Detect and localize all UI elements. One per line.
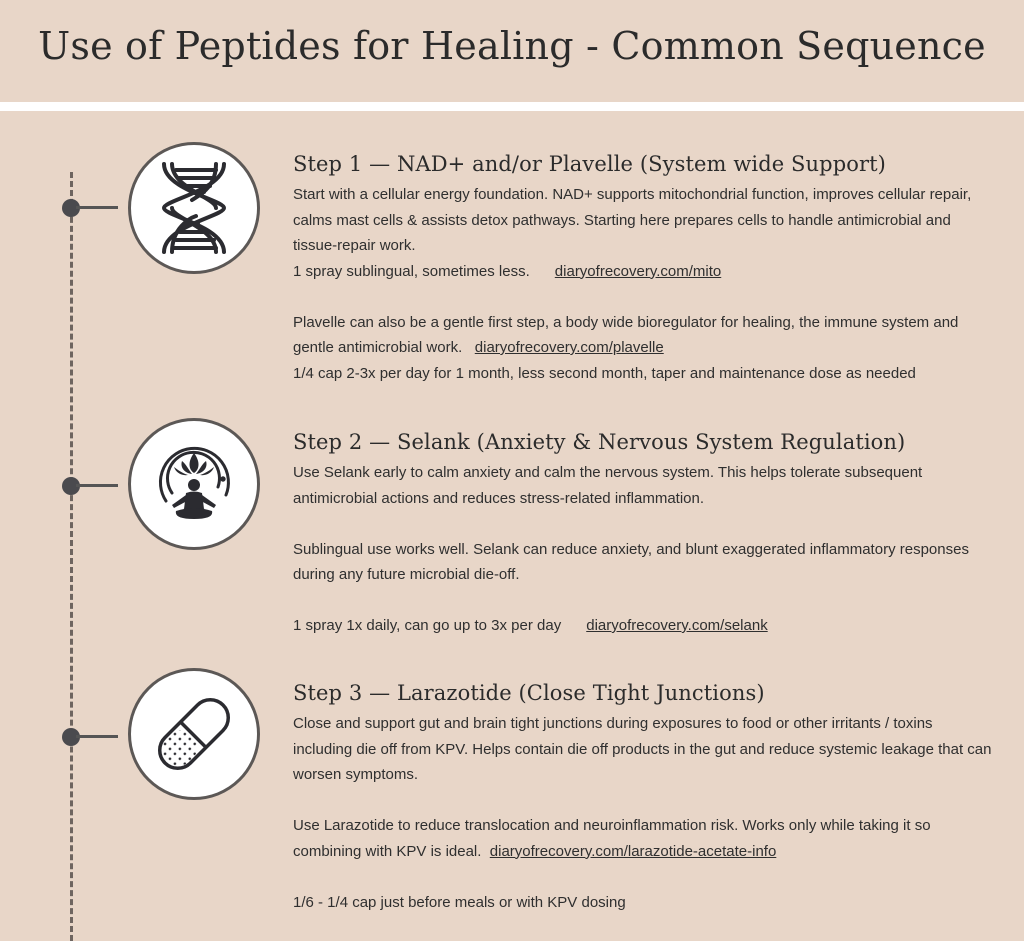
step-3-larazotide-link[interactable]: diaryofrecovery.com/larazotide-acetate-i… xyxy=(489,842,777,860)
step-1-plavelle-link[interactable]: diaryofrecovery.com/plavelle xyxy=(474,339,664,356)
step-3-usage: Use Larazotide to reduce translocation a… xyxy=(293,817,931,860)
step-2-selank-link[interactable]: diaryofrecovery.com/selank xyxy=(586,617,768,634)
timeline-dashed-line xyxy=(70,172,73,941)
step-3-description: Close and support gut and brain tight ju… xyxy=(293,715,992,783)
step-1-dose-line: 1 spray sublingual, sometimes less. diar… xyxy=(293,259,993,285)
step-2-description: Use Selank early to calm anxiety and cal… xyxy=(293,464,923,507)
dna-icon xyxy=(161,162,227,254)
step-1-description: Start with a cellular energy foundation.… xyxy=(293,186,972,254)
step-2-dose: 1 spray 1x daily, can go up to 3x per da… xyxy=(293,617,562,634)
step-1-plavelle-dose: 1/4 cap 2-3x per day for 1 month, less s… xyxy=(293,364,916,382)
step-3: Step 3 — Larazotide (Close Tight Junctio… xyxy=(293,681,993,915)
timeline-node-step-1 xyxy=(62,199,80,217)
step-1-plavelle-description: Plavelle can also be a gentle first step… xyxy=(293,313,959,357)
step-2-dose-line: 1 spray 1x daily, can go up to 3x per da… xyxy=(293,613,993,639)
step-3-icon-circle xyxy=(128,668,260,800)
capsule-icon xyxy=(157,697,231,771)
timeline-connector-step-2 xyxy=(76,484,118,487)
step-1-dose: 1 spray sublingual, sometimes less. xyxy=(293,262,530,280)
step-2: Step 2 — Selank (Anxiety & Nervous Syste… xyxy=(293,430,993,639)
step-3-dose: 1/6 - 1/4 cap just before meals or with … xyxy=(293,893,626,911)
step-3-title: Step 3 — Larazotide (Close Tight Junctio… xyxy=(293,681,765,705)
meditation-icon xyxy=(158,446,230,519)
header: Use of Peptides for Healing - Common Seq… xyxy=(0,0,1024,102)
timeline-connector-step-3 xyxy=(76,735,118,738)
timeline-node-step-2 xyxy=(62,477,80,495)
step-1-mito-link[interactable]: diaryofrecovery.com/mito xyxy=(554,262,722,280)
step-1: Step 1 — NAD+ and/or Plavelle (System wi… xyxy=(293,152,993,386)
timeline-connector-step-1 xyxy=(76,206,118,209)
step-1-icon-circle xyxy=(128,142,260,274)
step-1-title: Step 1 — NAD+ and/or Plavelle (System wi… xyxy=(293,152,886,176)
step-2-icon-circle xyxy=(128,418,260,550)
header-divider xyxy=(0,102,1024,111)
page-title: Use of Peptides for Healing - Common Seq… xyxy=(38,24,986,68)
timeline-node-step-3 xyxy=(62,728,80,746)
step-3-usage-line: Use Larazotide to reduce translocation a… xyxy=(293,813,993,864)
step-1-plavelle-line: Plavelle can also be a gentle first step… xyxy=(293,310,993,361)
step-2-sublingual-note: Sublingual use works well. Selank can re… xyxy=(293,540,969,584)
step-2-title: Step 2 — Selank (Anxiety & Nervous Syste… xyxy=(293,430,906,454)
